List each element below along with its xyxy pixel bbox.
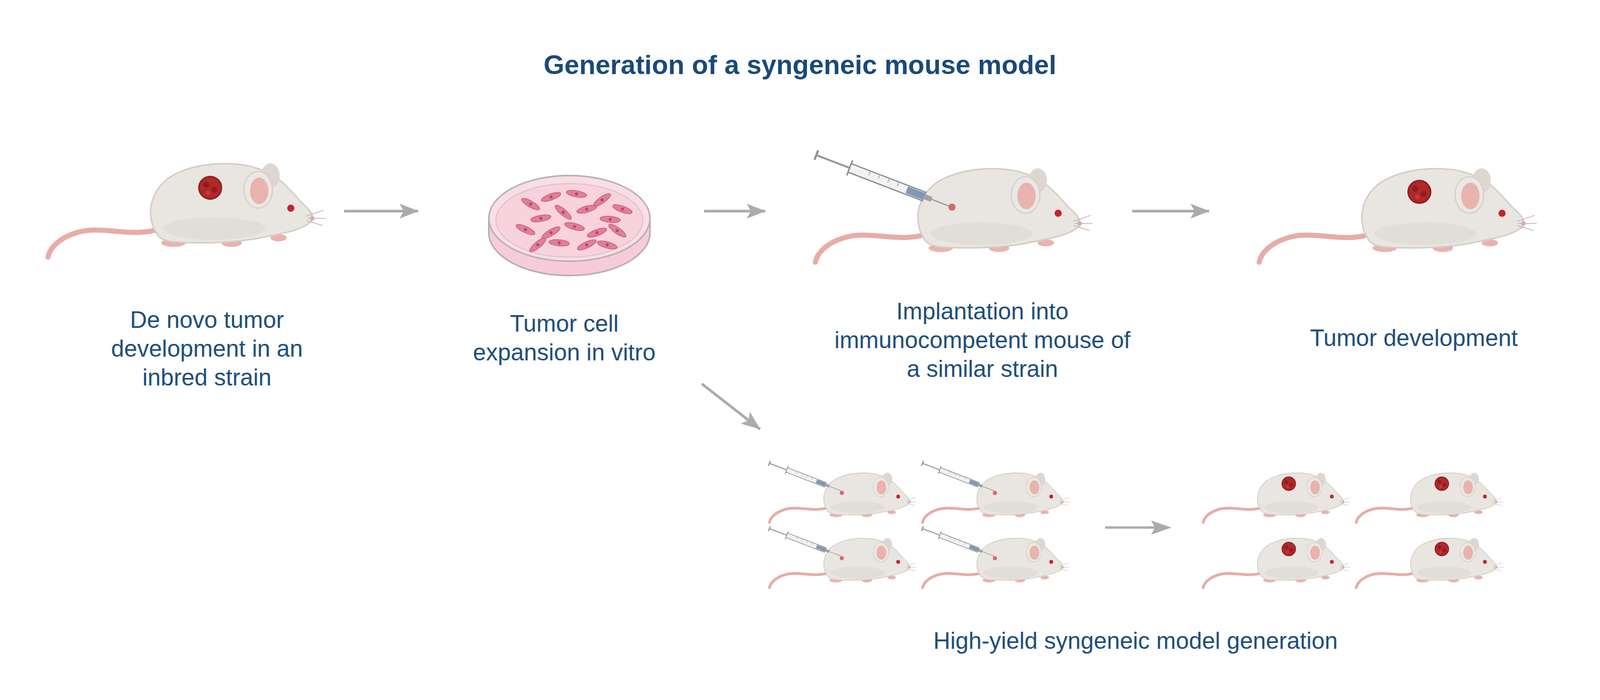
step-caption: Tumor cell expansion in vitro	[462, 309, 666, 367]
tumor-mouse-part	[198, 176, 222, 199]
tumor-mouse-part	[1408, 180, 1431, 204]
step-panel: De novo tumor development in an inbred s…	[69, 149, 344, 384]
petri-dish	[488, 175, 650, 276]
injected-mouse-group-part	[921, 459, 996, 496]
injected-mouse-group-part	[922, 473, 1070, 523]
petri-dish-part	[586, 226, 608, 239]
injected-mouse-group-part	[993, 556, 998, 561]
petri-dish-part	[548, 238, 570, 247]
petri-dish-part	[600, 215, 621, 224]
injected-mouse	[813, 147, 1093, 263]
step-panel: Tumor development	[1209, 149, 1574, 384]
petri-dish-part	[540, 190, 562, 204]
injected-mouse-group-part	[768, 459, 843, 496]
petri-dish-part	[596, 239, 618, 251]
flow-arrow	[704, 209, 766, 213]
flow-arrow	[344, 209, 419, 213]
petri-dish-part	[576, 237, 598, 253]
step-panel: Tumor cell expansion in vitro	[418, 149, 704, 384]
group-arrow	[1105, 520, 1172, 535]
injected-mouse-group-part	[840, 556, 845, 561]
petri-dish-part	[515, 222, 537, 237]
step-panel: Implantation into immunocompetent mouse …	[765, 149, 1133, 384]
tumor-mouse-group-part	[1435, 542, 1449, 556]
tumor-mouse	[48, 163, 326, 258]
group-arrow-part	[1150, 520, 1172, 535]
tumor-mouse-part	[48, 163, 326, 258]
petri-dish-part	[488, 175, 650, 262]
step-caption: Implantation into immunocompetent mouse …	[830, 297, 1135, 384]
injected-mouse-group-part	[768, 524, 843, 561]
injected-mouse-part	[813, 147, 958, 216]
petri-dish-part	[496, 184, 644, 258]
injected-mouse-group-part	[922, 538, 1070, 588]
petri-dish-part	[607, 222, 628, 239]
step-caption: De novo tumor development in an inbred s…	[105, 305, 309, 392]
petri-dish-part	[553, 203, 574, 221]
injected-mouse-group-part	[769, 473, 917, 523]
petri-dish-part	[565, 189, 588, 199]
petri-dish-part	[576, 203, 598, 215]
tumor-mouse-group-part	[1282, 542, 1296, 556]
tumor-mouse-group-part	[1356, 538, 1504, 588]
tumor-mouse-group-part	[1203, 538, 1351, 588]
tumor-mouse-group-part	[1282, 477, 1296, 491]
tumor-mouse-group-part	[1203, 473, 1351, 523]
tumor-mouse-group-part	[1356, 473, 1504, 523]
petri-dish-part	[520, 196, 541, 212]
injected-mouse-group-part	[921, 524, 996, 561]
petri-dish-part	[611, 202, 634, 216]
flow-arrow	[701, 384, 760, 430]
petri-dish-part	[563, 220, 586, 232]
petri-dish-part	[528, 236, 548, 254]
injected-mouse-group-part	[993, 491, 998, 496]
flow-arrow	[1132, 209, 1210, 213]
group-panel: High-yield syngeneic model generation	[760, 429, 1510, 662]
tumor-mouse-group-part	[1435, 477, 1449, 491]
injected-mouse-group-part	[769, 538, 917, 588]
injected-mouse-part	[815, 168, 1093, 263]
tumor-mouse-part	[1259, 168, 1537, 263]
group-arrow-part	[1105, 526, 1159, 530]
injected-mouse-group	[768, 459, 1070, 589]
tumor-mouse-group	[1203, 473, 1504, 589]
diagram-title: Generation of a syngeneic mouse model	[543, 49, 1056, 82]
petri-dish-part	[530, 213, 552, 224]
tumor-mouse	[1259, 168, 1537, 263]
step-caption: High-yield syngeneic model generation	[933, 626, 1338, 656]
injected-mouse-group-part	[840, 491, 845, 496]
step-caption: Tumor development	[1309, 323, 1518, 353]
